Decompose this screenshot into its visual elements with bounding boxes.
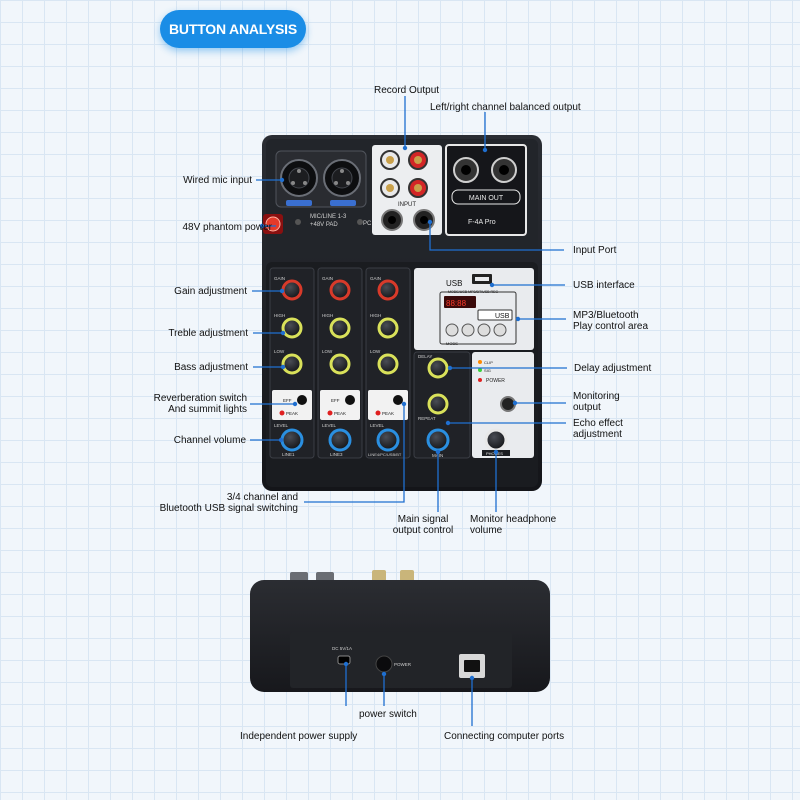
usb-text: USB xyxy=(446,279,462,288)
label-independent-power: Independent power supply xyxy=(240,731,358,742)
label-delay-adjustment: Delay adjustment xyxy=(574,363,652,374)
usb-mp3-panel: 88:88 USB MODE/USB MP3/BT/USB REC USB MO… xyxy=(414,268,534,350)
repeat-text: REPEAT xyxy=(418,416,436,421)
label-mp3-bluetooth-1: MP3/Bluetooth xyxy=(573,310,639,321)
usb-badge-text: USB xyxy=(495,313,510,320)
label-usb-interface: USB interface xyxy=(573,280,635,291)
input-text: INPUT xyxy=(398,202,416,208)
label-bass-adjustment: Bass adjustment xyxy=(174,362,248,373)
label-mp3-bluetooth-2: Play control area xyxy=(573,321,649,332)
label-record-output: Record Output xyxy=(374,85,440,96)
label-ch34-2: Bluetooth USB signal switching xyxy=(159,503,298,514)
level-text-3: LEVEL xyxy=(370,423,385,428)
label-main-signal-2: output control xyxy=(392,525,454,536)
mic-input-jacks xyxy=(275,150,367,208)
monitor-section: CLIP SIG POWER PHONES xyxy=(472,352,534,458)
eff-text-2: EFF xyxy=(331,398,340,403)
clip-text: CLIP xyxy=(484,360,493,365)
label-ch34-1: 3/4 channel and xyxy=(226,492,298,503)
channel-strips xyxy=(269,267,411,459)
label-gain-adjustment: Gain adjustment xyxy=(174,286,247,297)
label-monitor-headphone-2: volume xyxy=(470,525,503,536)
line1-text: LINE1 xyxy=(282,452,295,457)
mode-text: MODE xyxy=(446,341,458,346)
power-text: POWER xyxy=(486,378,505,384)
mixer-rear-view: DC 5V/1A POWER xyxy=(250,570,550,692)
label-channel-volume: Channel volume xyxy=(173,435,246,446)
phantom-power-button xyxy=(263,214,363,234)
main-out-text: MAIN OUT xyxy=(469,195,504,202)
title-badge: BUTTON ANALYSIS xyxy=(160,10,306,48)
gain-text-3: GAIN xyxy=(370,276,381,281)
label-phantom-power: 48V phantom power xyxy=(182,222,272,233)
callout-dots xyxy=(259,145,521,681)
effects-section: DELAY REPEAT MAIN xyxy=(413,351,471,459)
level-text-1: LEVEL xyxy=(274,423,289,428)
label-echo-2: adjustment xyxy=(573,429,622,440)
main-out-panel: MAIN OUT F-4A Pro xyxy=(445,144,527,236)
sig-text: SIG xyxy=(484,368,491,373)
label-monitoring-1: Monitoring xyxy=(573,391,620,402)
peak-text-3: PEAK xyxy=(382,411,394,416)
label-computer-ports: Connecting computer ports xyxy=(444,731,565,742)
line4-text: LINE4/PC/USB/BT xyxy=(368,452,402,457)
level-text-2: LEVEL xyxy=(322,423,337,428)
pc-text: PC xyxy=(363,221,372,227)
label-monitoring-2: output xyxy=(573,402,601,413)
label-wired-mic-input: Wired mic input xyxy=(183,175,252,186)
peak-text-2: PEAK xyxy=(334,411,346,416)
low-text-1: LOW xyxy=(274,349,285,354)
model-text: F-4A Pro xyxy=(468,219,496,226)
callout-lines xyxy=(250,96,567,726)
label-balanced-output: Left/right channel balanced output xyxy=(430,102,581,113)
eff-text-1: EFF xyxy=(283,398,292,403)
dc-text: DC 5V/1A xyxy=(332,646,352,651)
low-text-3: LOW xyxy=(370,349,381,354)
low-text-2: LOW xyxy=(322,349,333,354)
label-treble-adjustment: Treble adjustment xyxy=(168,328,248,339)
label-monitor-headphone-1: Monitor headphone xyxy=(470,514,557,525)
gain-text-2: GAIN xyxy=(322,276,333,281)
label-main-signal-1: Main signal xyxy=(397,514,449,525)
mic-line-text: MIC/LINE 1-3 xyxy=(310,214,347,220)
label-reverb-1: Reverberation switch xyxy=(153,393,247,404)
svg-text:88:88: 88:88 xyxy=(446,299,467,308)
label-input-port: Input Port xyxy=(573,245,617,256)
high-text-1: HIGH xyxy=(274,313,285,318)
delay-text: DELAY xyxy=(418,354,432,359)
rear-power-text: POWER xyxy=(394,662,412,667)
label-reverb-2: And summit lights xyxy=(168,404,247,415)
label-power-switch: power switch xyxy=(359,709,417,720)
mp3-header-text: MODE/USB MP3/BT/USB REC xyxy=(448,290,499,294)
gain-text-1: GAIN xyxy=(274,276,285,281)
peak-text-1: PEAK xyxy=(286,411,298,416)
high-text-3: HIGH xyxy=(370,313,381,318)
phantom-pad-text: +48V PAD xyxy=(310,222,338,228)
high-text-2: HIGH xyxy=(322,313,333,318)
mixer-top-view: MIC/LINE 1-3 +48V PAD PC INPUT MAIN xyxy=(262,135,542,491)
label-echo-1: Echo effect xyxy=(573,418,623,429)
rca-input-panel: INPUT xyxy=(372,145,442,235)
line3-text: LINE3 xyxy=(330,452,343,457)
